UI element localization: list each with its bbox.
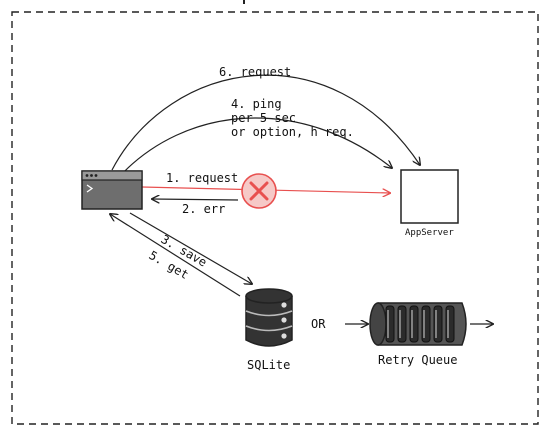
label-err-2: 2. err — [182, 202, 226, 216]
label-retry-queue: Retry Queue — [378, 353, 458, 367]
label-request-1: 1. request — [166, 171, 239, 185]
label-ping-4-line1: 4. ping — [231, 97, 282, 111]
database-icon — [245, 288, 293, 347]
label-or: OR — [311, 317, 326, 331]
edge-ping-4 — [117, 117, 392, 179]
label-ping-4-line2: per 5 sec — [231, 111, 297, 125]
edge-save-3 — [129, 212, 252, 284]
label-ping-4-line3: or option, h req. — [231, 125, 354, 139]
edge-err-2 — [152, 199, 239, 200]
label-sqlite: SQLite — [247, 358, 291, 372]
queue-cylinder-icon — [369, 302, 467, 346]
label-appserver: AppServer — [405, 228, 454, 238]
edge-request-6 — [111, 74, 420, 171]
edge-get-5 — [110, 214, 241, 297]
dashed-frame — [11, 11, 539, 425]
browser-window-icon — [81, 170, 143, 210]
x-circle-icon — [241, 173, 277, 209]
appserver-box — [400, 169, 459, 224]
label-request-6: 6. request — [219, 65, 292, 79]
